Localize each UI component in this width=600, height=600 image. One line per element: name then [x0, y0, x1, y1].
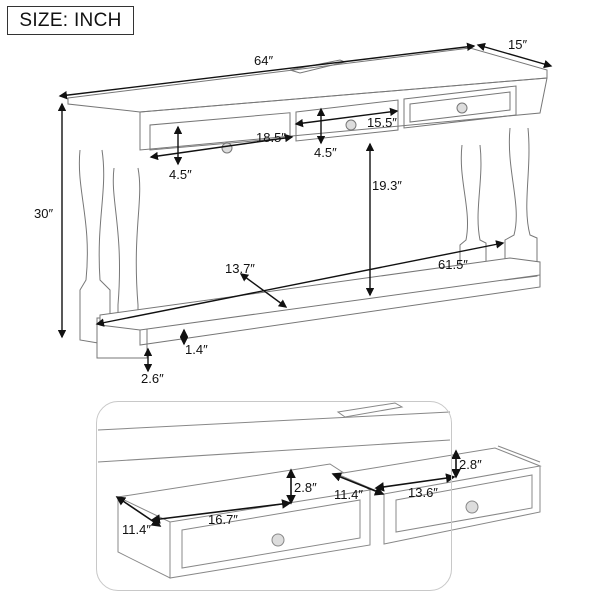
overall-depth-label: 15″	[508, 37, 528, 52]
shelf-width-label: 61.5″	[438, 257, 468, 272]
left-drawer-height-label: 4.5″	[169, 167, 192, 182]
shelf-floor-clearance-label: 2.6″	[141, 371, 164, 386]
middle-drawer-height-label: 4.5″	[314, 145, 337, 160]
detail-dimension-arrows	[115, 449, 461, 527]
left-drawer-width-label: 18.5″	[256, 130, 286, 145]
drawer-detail-panel	[96, 401, 452, 591]
large-drawer-width-label: 16.7″	[208, 512, 238, 527]
under-apron-height-label: 19.3″	[372, 178, 402, 193]
shelf-depth-label: 13.7″	[225, 261, 255, 276]
small-drawer-height-label: 2.8″	[459, 457, 482, 472]
large-drawer-depth-label: 11.4″	[122, 522, 151, 537]
shelf-thickness-label: 1.4″	[185, 342, 208, 357]
size-unit-label: SIZE: INCH	[7, 6, 134, 35]
overall-height-label: 30″	[34, 206, 54, 221]
dimension-arrows	[57, 42, 553, 373]
large-drawer-height-label: 2.8″	[294, 480, 317, 495]
middle-drawer-width-label: 15.5″	[367, 115, 397, 130]
small-drawer-depth-label: 11.4″	[334, 487, 363, 502]
overall-width-label: 64″	[254, 53, 274, 68]
small-drawer-width-label: 13.6″	[408, 485, 438, 500]
table-outline	[67, 47, 548, 359]
